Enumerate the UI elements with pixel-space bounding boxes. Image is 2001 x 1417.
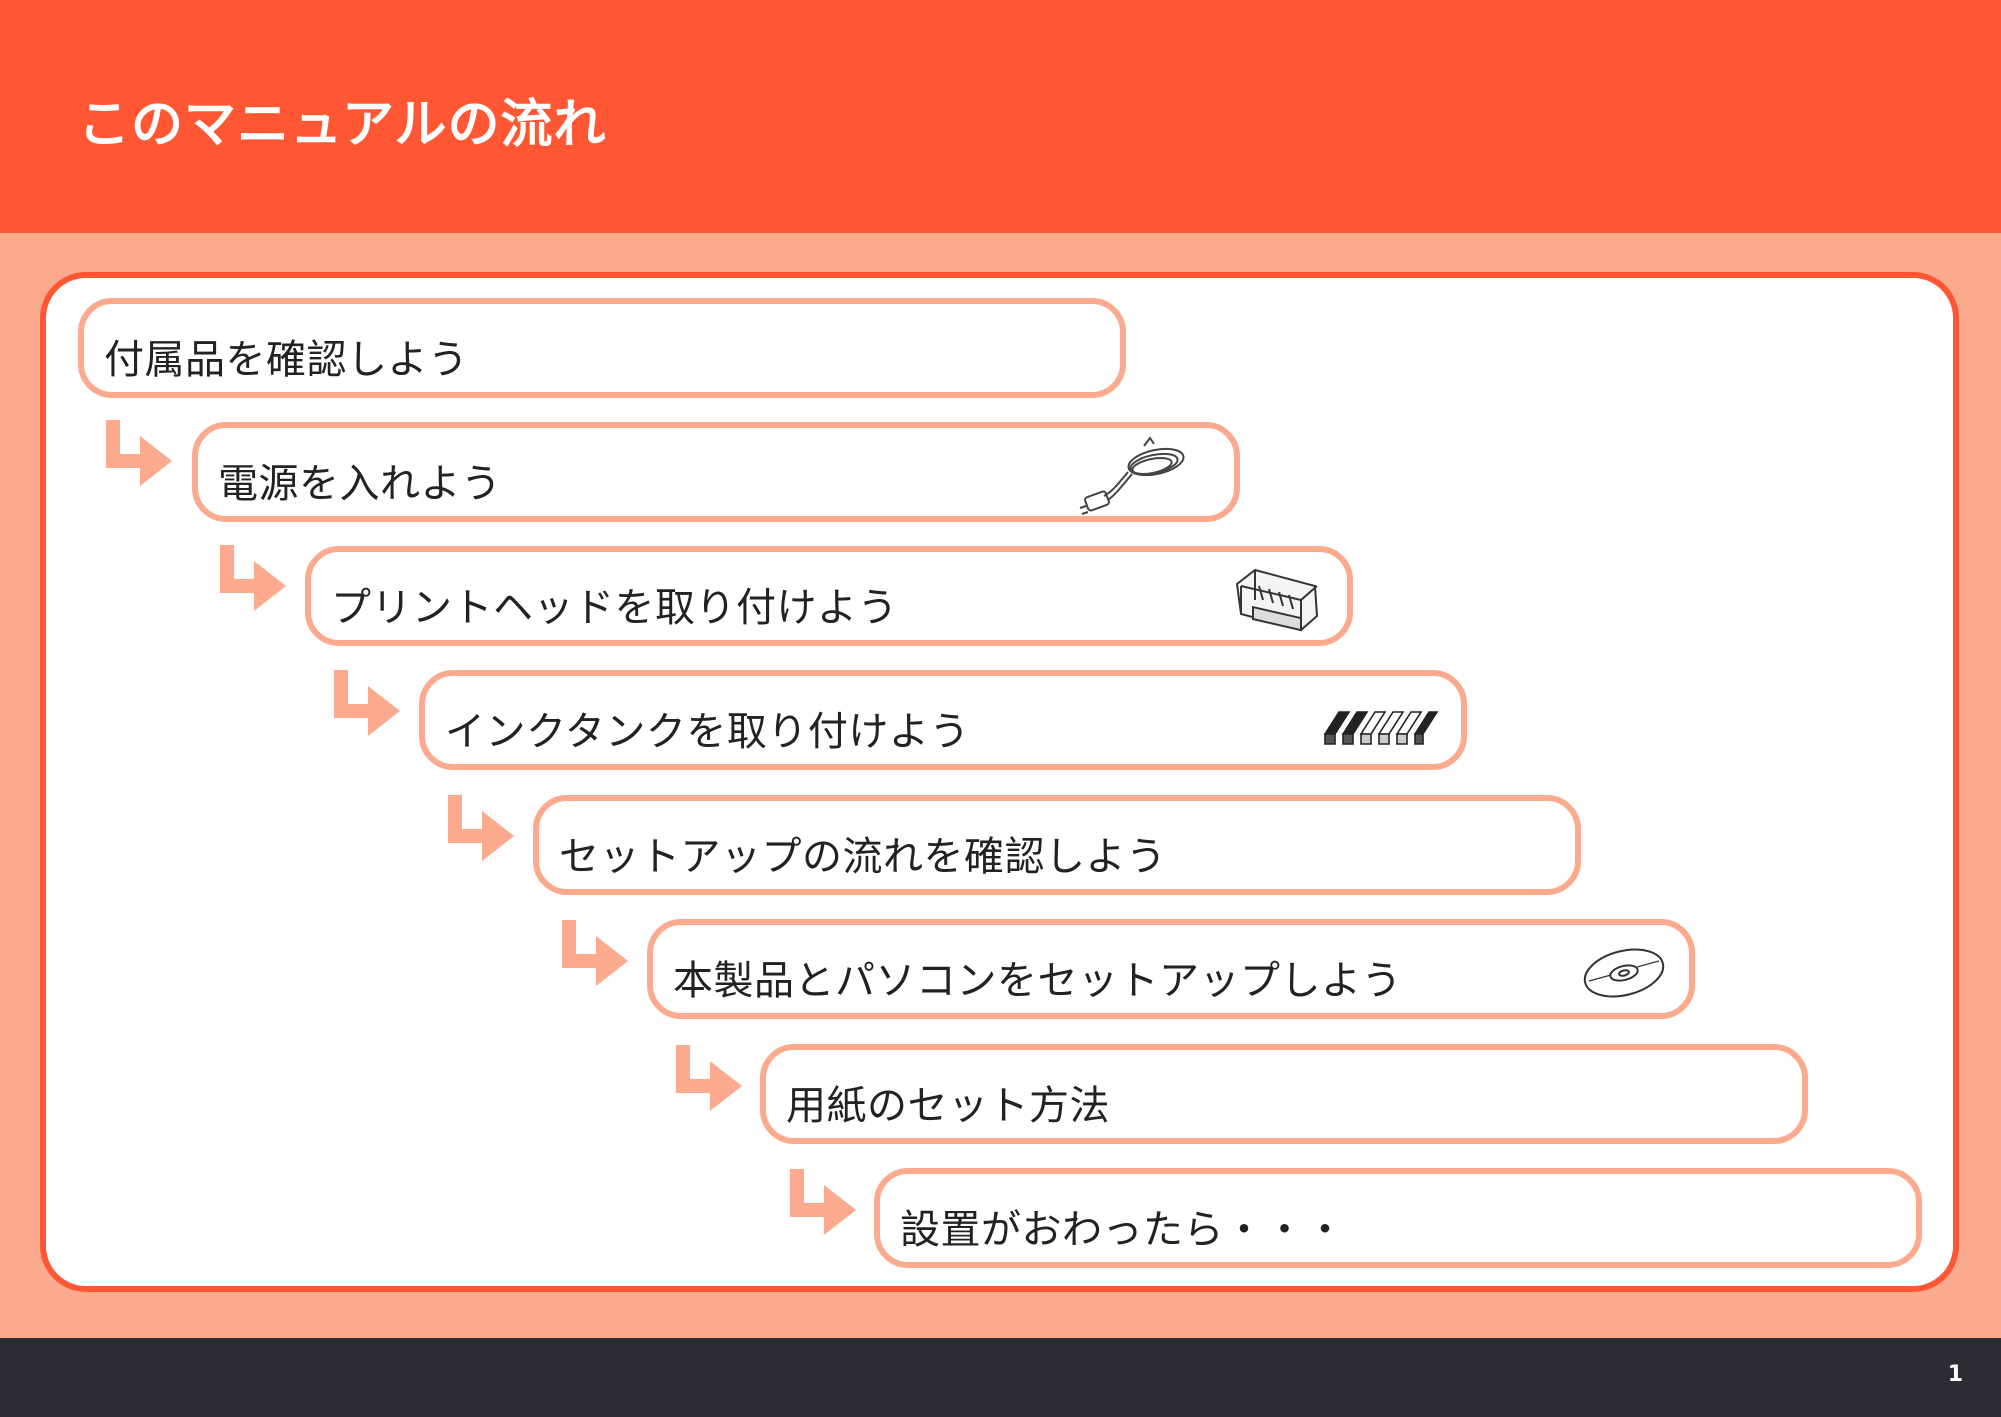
step-8-box[interactable]: 設置がおわったら・・・ (874, 1168, 1922, 1268)
cd-rom-icon (1583, 948, 1665, 998)
arrow-down-right-icon (334, 670, 400, 736)
page-header: このマニュアルの流れ (0, 0, 2001, 233)
arrow-down-right-icon (106, 420, 172, 486)
page-footer: 1 (0, 1338, 2001, 1417)
print-head-icon (1235, 568, 1319, 632)
step-7-box[interactable]: 用紙のセット方法 (760, 1044, 1808, 1144)
step-7-label: 用紙のセット方法 (786, 1083, 1110, 1129)
step-4-label: インクタンクを取り付けよう (445, 709, 970, 755)
step-6-box[interactable]: 本製品とパソコンをセットアップしよう (647, 919, 1695, 1019)
step-6-label: 本製品とパソコンをセットアップしよう (673, 958, 1402, 1004)
step-3-box[interactable]: プリントヘッドを取り付けよう (305, 546, 1353, 646)
step-8-label: 設置がおわったら・・・ (900, 1207, 1346, 1253)
arrow-down-right-icon (676, 1045, 742, 1111)
arrow-down-right-icon (790, 1169, 856, 1235)
page-title: このマニュアルの流れ (78, 95, 607, 155)
step-5-box[interactable]: セットアップの流れを確認しよう (533, 795, 1581, 895)
step-2-box[interactable]: 電源を入れよう (192, 422, 1240, 522)
step-2-label: 電源を入れよう (218, 461, 502, 507)
step-5-label: セットアップの流れを確認しよう (559, 834, 1167, 880)
step-4-box[interactable]: インクタンクを取り付けよう (419, 670, 1467, 770)
arrow-down-right-icon (448, 795, 514, 861)
power-cord-icon (1079, 436, 1185, 515)
step-1-box[interactable]: 付属品を確認しよう (78, 298, 1126, 398)
step-3-label: プリントヘッドを取り付けよう (331, 585, 898, 631)
step-1-label: 付属品を確認しよう (104, 337, 469, 383)
page-number: 1 (1947, 1362, 1963, 1387)
ink-tanks-icon (1323, 711, 1439, 745)
arrow-down-right-icon (220, 545, 286, 611)
arrow-down-right-icon (562, 920, 628, 986)
